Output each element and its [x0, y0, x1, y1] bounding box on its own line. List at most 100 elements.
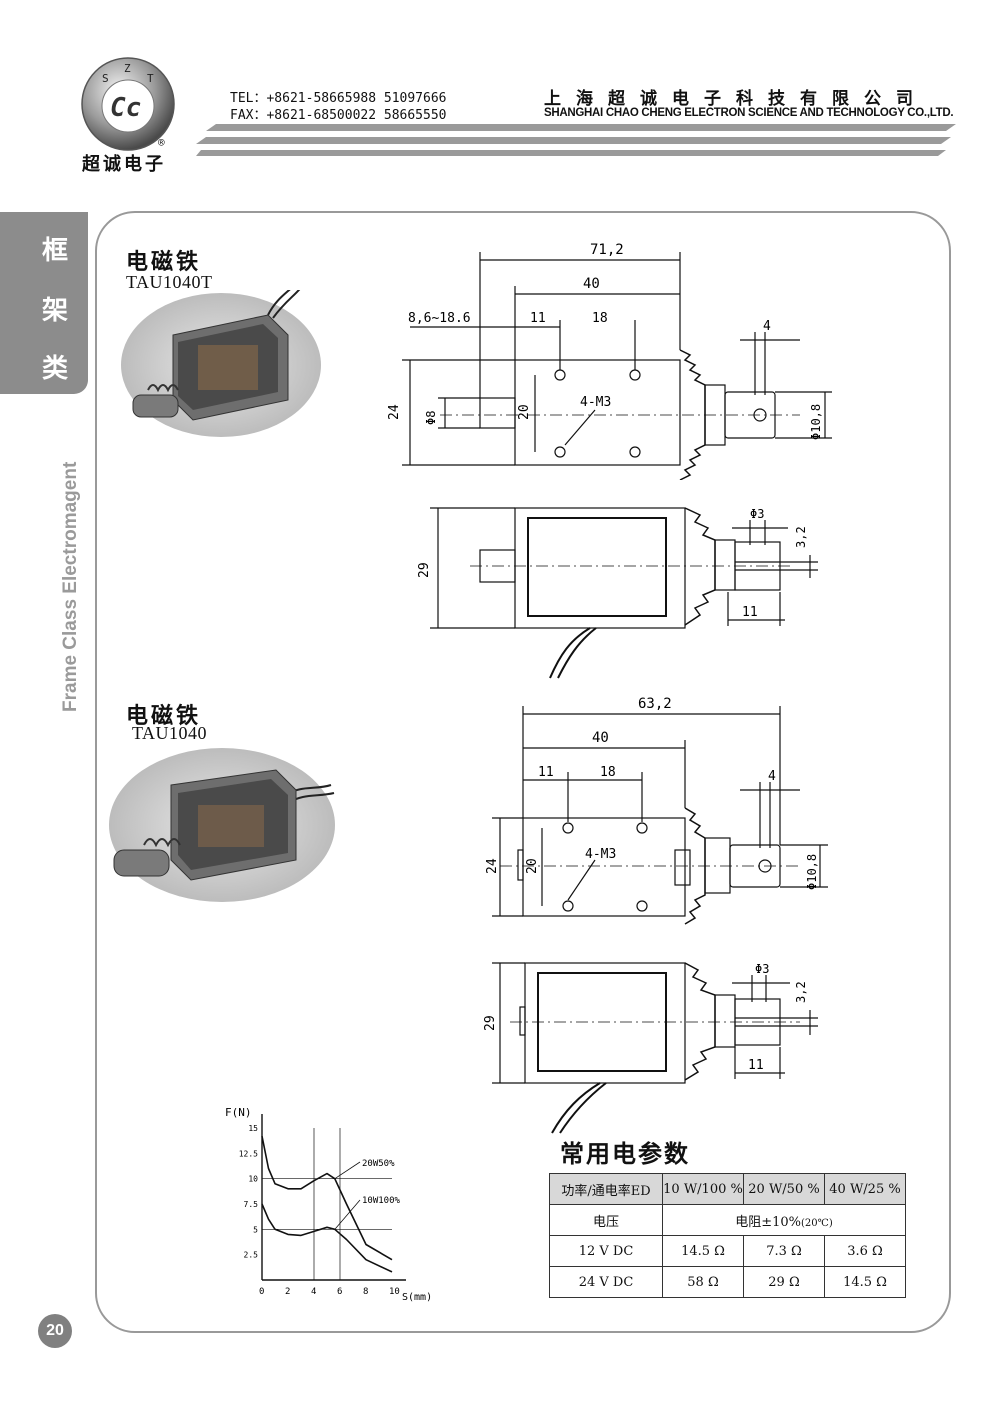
- dim-18: 18: [592, 311, 608, 326]
- drawing1-side-view: Φ3 3,2 29 11: [417, 507, 818, 679]
- product2-photo: [109, 748, 335, 902]
- dim2-4: 4: [768, 769, 776, 784]
- chart-y-tick: 15: [248, 1124, 258, 1133]
- chart-grid: [261, 1114, 406, 1281]
- table-cell: 29 Ω: [743, 1266, 825, 1298]
- dim-11: 11: [530, 311, 546, 326]
- params-title: 常用电参数: [560, 1139, 690, 1168]
- dim-w11: 11: [742, 605, 758, 620]
- dim2-phi3: Φ3: [755, 962, 769, 976]
- params-table: 功率/通电率ED 10 W/100 % 20 W/50 % 40 W/25 % …: [549, 1173, 906, 1298]
- dim2-w11: 11: [748, 1058, 764, 1073]
- dim-phi3: Φ3: [750, 507, 764, 521]
- chart-x-tick: 10: [389, 1287, 400, 1297]
- params-header-cell: 20 W/50 %: [743, 1173, 825, 1205]
- category-char-3: 类: [41, 354, 68, 384]
- table-cell: 14.5 Ω: [662, 1235, 744, 1267]
- product1-title: 电磁铁: [126, 249, 202, 275]
- params-sub-note: (20℃): [801, 1217, 833, 1229]
- dim-29: 29: [417, 562, 432, 578]
- chart-xlabel: S(mm): [402, 1292, 432, 1303]
- product2-title: 电磁铁: [126, 703, 202, 729]
- header-stripes: [196, 124, 956, 156]
- category-vertical-label: Frame Class Electromagent: [60, 461, 81, 712]
- company-name-cn: 上海超诚电子科技有限公司: [544, 89, 928, 109]
- dim-phi8: Φ8: [424, 411, 438, 425]
- dim-20: 20: [517, 404, 532, 420]
- chart-series: [261, 1135, 393, 1273]
- dim2-11: 11: [538, 765, 554, 780]
- dim2-32: 3,2: [794, 981, 808, 1003]
- chart-x-tick: 0: [259, 1287, 264, 1297]
- dim-32: 3,2: [794, 526, 808, 548]
- drawing2-top-view: 63,2 40 11 18 4 24 20 4-M3 Φ10,8: [485, 696, 828, 925]
- params-sub-row: 电压 电阻±10%(20℃): [549, 1204, 906, 1236]
- drawing2-side-view: Φ3 3,2 29 11: [483, 962, 818, 1134]
- table-cell: 14.5 Ω: [824, 1266, 906, 1298]
- params-sub-resistance-label: 电阻±10%: [735, 1214, 802, 1230]
- table-row: 24 V DC 58 Ω 29 Ω 14.5 Ω: [549, 1266, 906, 1298]
- product2-model: TAU1040: [132, 723, 208, 743]
- dim2-20: 20: [525, 858, 540, 874]
- category-vertical-label-wrap: Frame Class Electromagent: [30, 404, 81, 714]
- params-header-cell: 功率/通电率ED: [549, 1173, 663, 1205]
- logo-caption: 超诚电子: [82, 154, 166, 175]
- tel-line: TEL：+8621-58665988 51097666: [230, 91, 447, 106]
- legend-leader-1: [334, 1161, 361, 1180]
- category-tab: 框 架 类: [0, 212, 88, 394]
- registered-mark: ®: [158, 136, 165, 149]
- logo-letter-t: T: [147, 72, 154, 85]
- dim-overall: 71,2: [590, 242, 624, 258]
- chart-x-tick: 8: [363, 1287, 368, 1297]
- dim2-phi108: Φ10,8: [805, 854, 819, 890]
- product1-photo: [121, 290, 321, 437]
- dim2-body: 40: [592, 730, 609, 746]
- page-number: 20: [38, 1314, 72, 1348]
- category-char-1: 框: [41, 236, 68, 266]
- legend-10w100: 10W100%: [362, 1196, 401, 1206]
- company-name-en: SHANGHAI CHAO CHENG ELECTRON SCIENCE AND…: [544, 107, 954, 119]
- content-frame: [95, 211, 951, 1333]
- table-row: 12 V DC 14.5 Ω 7.3 Ω 3.6 Ω: [549, 1235, 906, 1267]
- chart-ylabel: F(N): [225, 1106, 252, 1119]
- dim2-18: 18: [600, 765, 616, 780]
- legend-20w50: 20W50%: [362, 1159, 395, 1169]
- table-cell: 58 Ω: [662, 1266, 744, 1298]
- params-header-cell: 40 W/25 %: [824, 1173, 906, 1205]
- chart-y-tick: 10: [248, 1175, 258, 1184]
- params-sub-resistance: 电阻±10%(20℃): [662, 1204, 906, 1236]
- chart-series-line-1: [261, 1135, 393, 1261]
- chart-y-tick: 5: [253, 1225, 258, 1234]
- dim-m3: 4-M3: [580, 395, 611, 410]
- company-logo: S Z T Cc ®: [81, 57, 175, 151]
- logo-letter-z: Z: [124, 62, 131, 75]
- legend-leader-2: [334, 1199, 361, 1230]
- chart-y-tick: 7.5: [244, 1200, 259, 1209]
- params-header-row: 功率/通电率ED 10 W/100 % 20 W/50 % 40 W/25 %: [549, 1173, 906, 1205]
- dim-stroke: 8,6~18.6: [408, 311, 471, 326]
- logo-mark: Cc: [110, 93, 141, 123]
- chart-series-line-2: [261, 1203, 393, 1273]
- params-sub-voltage: 电压: [549, 1204, 663, 1236]
- params-header-cell: 10 W/100 %: [662, 1173, 744, 1205]
- table-cell: 24 V DC: [549, 1266, 663, 1298]
- drawing1-top-view: 71,2 40 8,6~18.6 11 18 4 24 Φ8 20 4-M3 Φ…: [387, 242, 832, 480]
- dim2-24: 24: [485, 858, 500, 874]
- table-cell: 7.3 Ω: [743, 1235, 825, 1267]
- chart-x-tick: 2: [285, 1287, 290, 1297]
- contact-block: TEL：+8621-58665988 51097666 FAX：+8621-68…: [230, 90, 447, 124]
- dim2-m3: 4-M3: [585, 847, 616, 862]
- chart-y-tick: 2.5: [244, 1251, 259, 1260]
- product1-model: TAU1040T: [126, 272, 213, 292]
- dim2-29: 29: [483, 1015, 498, 1031]
- dim2-overall: 63,2: [638, 696, 672, 712]
- dim-body: 40: [583, 276, 600, 292]
- logo-letter-s: S: [102, 72, 109, 85]
- dim-4: 4: [763, 319, 771, 334]
- chart-x-tick: 6: [337, 1287, 342, 1297]
- table-cell: 12 V DC: [549, 1235, 663, 1267]
- dim-24: 24: [387, 404, 402, 420]
- table-cell: 3.6 Ω: [824, 1235, 906, 1267]
